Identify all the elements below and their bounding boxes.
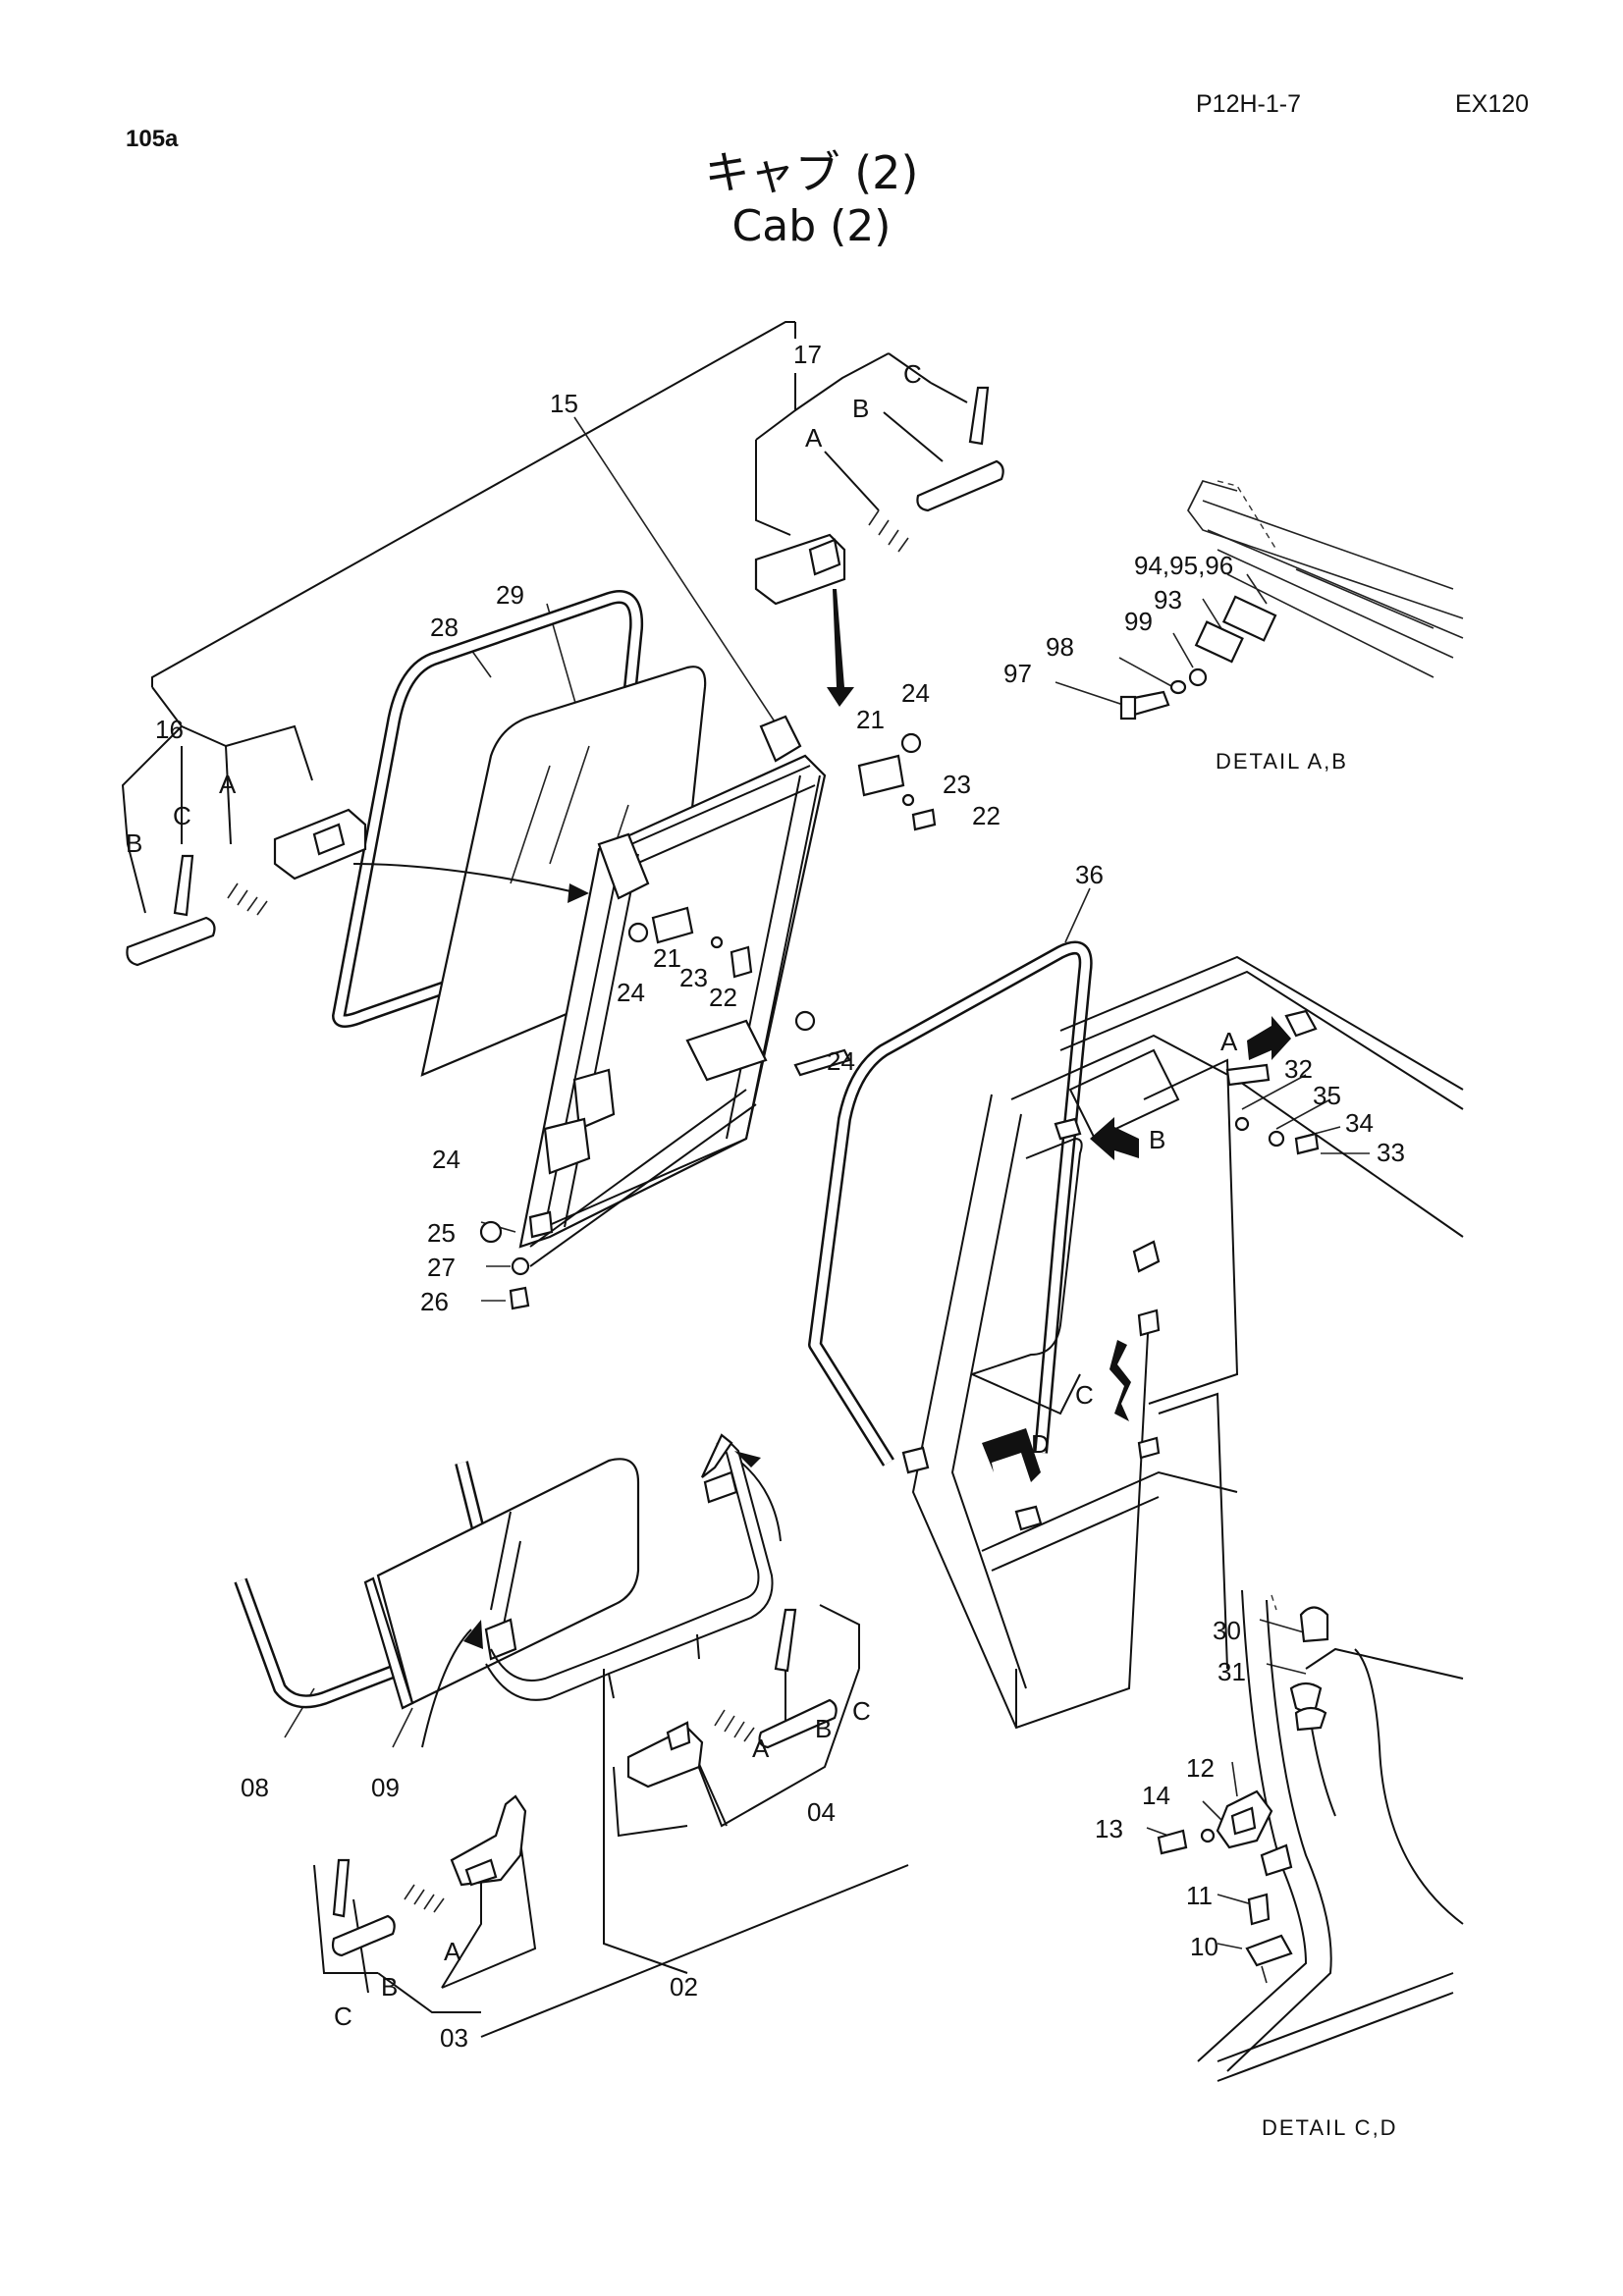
label-94-95-96: 94,95,96 — [1134, 551, 1233, 580]
label-03: 03 — [440, 2023, 468, 2053]
detail-ab-drawing — [1119, 480, 1464, 721]
model-number: EX120 — [1455, 90, 1530, 118]
label-21-mid: 21 — [653, 943, 681, 973]
cab-body — [808, 940, 1464, 1730]
label-04b: B — [815, 1714, 832, 1743]
label-03b: B — [381, 1972, 398, 2002]
label-11: 11 — [1186, 1881, 1213, 1910]
window-frame-15 — [518, 715, 851, 1267]
label-93: 93 — [1154, 585, 1182, 614]
label-34: 34 — [1345, 1108, 1374, 1138]
label-29: 29 — [496, 580, 524, 610]
label-10: 10 — [1190, 1932, 1218, 1961]
lower-window-parts — [234, 1433, 782, 1748]
label-97: 97 — [1003, 659, 1032, 688]
label-23-top: 23 — [943, 770, 971, 799]
label-27: 27 — [427, 1253, 456, 1282]
page-id: 105a — [126, 126, 179, 152]
latch-assembly-04 — [626, 1608, 838, 1789]
label-28: 28 — [430, 613, 459, 642]
callout-labels: 17 A B C 15 29 28 16 A B C 24 21 23 22 2… — [126, 340, 1405, 2140]
label-16c: C — [173, 801, 191, 830]
label-22-top: 22 — [972, 801, 1001, 830]
part-code: P12H-1-7 — [1196, 90, 1301, 118]
latch-assembly-03 — [331, 1794, 527, 1957]
label-31: 31 — [1217, 1657, 1246, 1686]
label-03c: C — [334, 2002, 352, 2031]
label-23-mid: 23 — [679, 963, 708, 992]
label-04: 04 — [807, 1797, 836, 1827]
arrow-label-d: D — [1031, 1429, 1050, 1459]
label-22-mid: 22 — [709, 983, 737, 1012]
label-17b: B — [852, 394, 869, 423]
label-99: 99 — [1124, 607, 1153, 636]
label-04a: A — [752, 1734, 770, 1763]
arrow-label-b: B — [1149, 1125, 1165, 1154]
label-17: 17 — [793, 340, 822, 369]
label-16: 16 — [155, 715, 184, 744]
arrow-label-c: C — [1075, 1380, 1094, 1410]
label-02: 02 — [670, 1972, 698, 2002]
label-24-right: 24 — [827, 1046, 855, 1076]
label-15: 15 — [550, 389, 578, 418]
label-24-top: 24 — [901, 678, 930, 708]
label-03a: A — [444, 1937, 461, 1966]
label-32: 32 — [1284, 1054, 1313, 1084]
leader-lines — [121, 321, 1370, 2038]
label-08: 08 — [241, 1773, 269, 1802]
title-japanese: キャブ (2) — [704, 146, 919, 199]
label-09: 09 — [371, 1773, 400, 1802]
label-21-top: 21 — [856, 705, 885, 734]
label-36: 36 — [1075, 860, 1104, 889]
label-33: 33 — [1377, 1138, 1405, 1167]
label-25: 25 — [427, 1218, 456, 1248]
latch-assembly-17 — [754, 386, 1004, 707]
label-13: 13 — [1095, 1814, 1123, 1843]
detail-cd-label: DETAIL C,D — [1262, 2115, 1398, 2140]
label-04c: C — [852, 1696, 871, 1726]
frame-hardware — [479, 732, 937, 1310]
detail-ab-label: DETAIL A,B — [1216, 749, 1348, 774]
label-12: 12 — [1186, 1753, 1215, 1783]
label-24-bottom: 24 — [432, 1145, 460, 1174]
label-14: 14 — [1142, 1781, 1170, 1810]
label-35: 35 — [1313, 1081, 1341, 1110]
detail-cd-drawing — [1157, 1589, 1464, 2082]
arrow-label-a: A — [1220, 1027, 1238, 1056]
label-24-mid: 24 — [617, 978, 645, 1007]
label-17a: A — [805, 423, 823, 453]
label-98: 98 — [1046, 632, 1074, 662]
label-26: 26 — [420, 1287, 449, 1316]
label-30: 30 — [1213, 1616, 1241, 1645]
label-16b: B — [126, 828, 142, 858]
label-16a: A — [219, 770, 237, 799]
label-17c: C — [903, 359, 922, 389]
latch-assembly-16 — [126, 808, 589, 967]
window-seal-28 — [332, 590, 644, 1028]
title-english: Cab (2) — [731, 201, 892, 251]
